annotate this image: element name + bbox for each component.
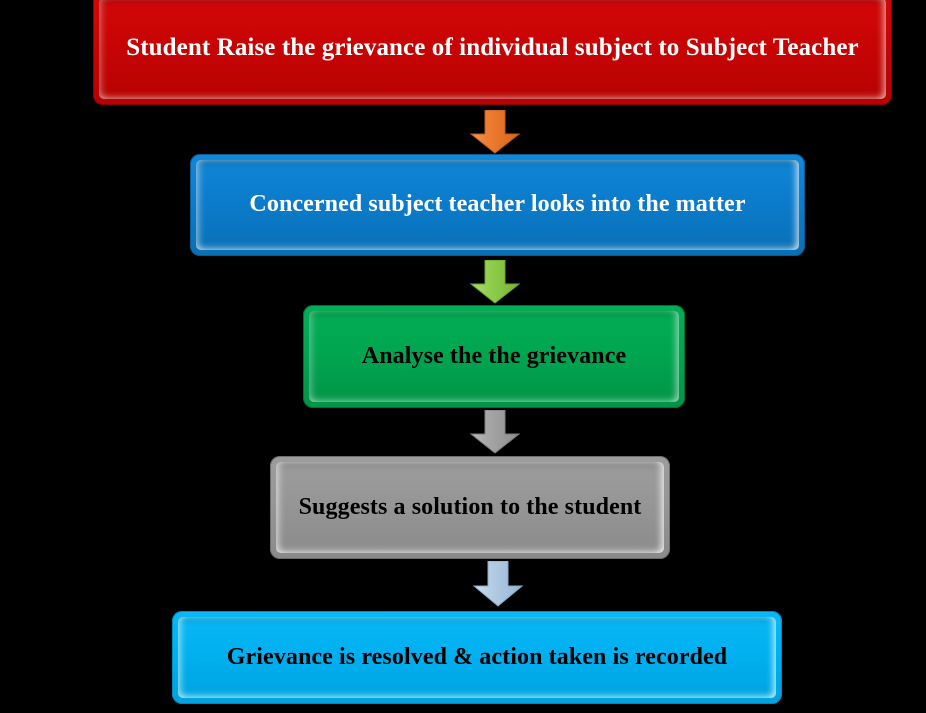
flow-node-label: Student Raise the grievance of individua… — [126, 34, 859, 62]
flow-node-label: Suggests a solution to the student — [298, 493, 642, 520]
flow-node-label: Analyse the the grievance — [361, 342, 627, 369]
flow-node-teacher-looks-into-matter[interactable]: Concerned subject teacher looks into the… — [190, 154, 805, 256]
down-arrow-icon-step4-to-step5 — [472, 561, 524, 607]
flow-node-student-raises-grievance[interactable]: Student Raise the grievance of individua… — [93, 0, 892, 105]
flow-node-suggest-solution[interactable]: Suggests a solution to the student — [270, 456, 670, 559]
flow-node-grievance-resolved[interactable]: Grievance is resolved & action taken is … — [172, 611, 782, 704]
down-arrow-icon-step2-to-step3 — [469, 260, 521, 304]
down-arrow-icon-step3-to-step4 — [469, 410, 521, 454]
flow-node-label: Grievance is resolved & action taken is … — [226, 643, 728, 670]
flow-node-label: Concerned subject teacher looks into the… — [249, 191, 746, 218]
down-arrow-icon-step1-to-step2 — [469, 110, 521, 154]
flow-node-analyse-grievance[interactable]: Analyse the the grievance — [303, 305, 685, 408]
